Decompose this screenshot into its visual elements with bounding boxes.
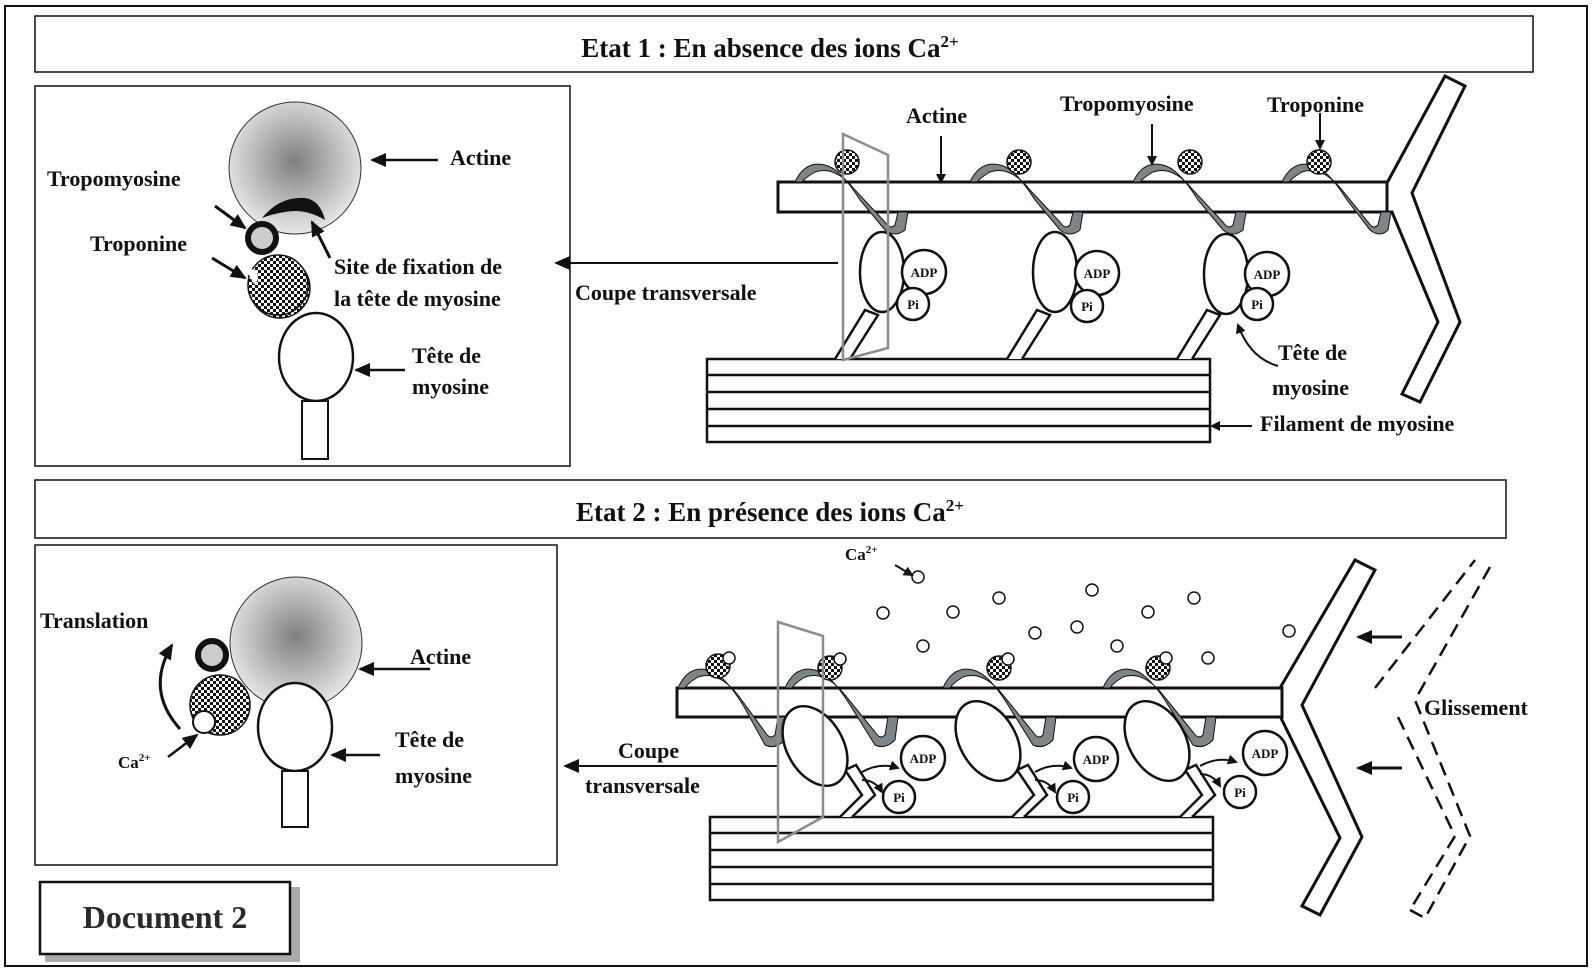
pi-molecule: [1055, 779, 1091, 815]
cut-plane: [776, 620, 825, 845]
label-tete-line1: Tête de: [412, 343, 481, 368]
state2-title-box: Etat 2 : En présence des ions Ca2+: [34, 479, 1507, 539]
troponin: [1306, 149, 1332, 175]
myosin-head: ADP Pi: [954, 699, 1120, 818]
document-label-box: Document 2: [38, 880, 300, 962]
adp-molecule: [899, 734, 947, 782]
state2-filament: Glissement: [675, 544, 1529, 920]
svg-text:ADP: ADP: [1083, 752, 1110, 767]
translation-arrow: [158, 643, 182, 731]
label-tete-2-line2: myosine: [395, 763, 472, 788]
label-actine-2: Actine: [410, 644, 471, 669]
state1-filament: ADP Pi ADP Pi ADP Pi Actine Tropomyosine…: [705, 74, 1468, 444]
label-transversale: transversale: [585, 773, 700, 798]
myosin-head: ADP Pi: [781, 704, 947, 818]
myosin-head: ADP Pi: [1005, 230, 1121, 360]
myosin-head: ADP Pi: [1123, 699, 1289, 818]
troponine-arrow: [211, 256, 247, 280]
svg-text:ADP: ADP: [910, 751, 937, 766]
label-translation: Translation: [40, 608, 148, 633]
myosin-tail-section: [301, 400, 329, 460]
state2-cross-section-panel: Translation Actine Tête de myosine Ca2+: [34, 544, 558, 866]
svg-text:Pi: Pi: [907, 297, 919, 312]
z-line: [1385, 74, 1468, 404]
adp-molecule: [1072, 735, 1120, 783]
svg-text:Pi: Pi: [1081, 299, 1093, 314]
label-tete-filament-line2: myosine: [1272, 375, 1349, 400]
troponin: [834, 149, 860, 175]
document-label: Document 2: [83, 899, 247, 935]
troponin: [1177, 149, 1203, 175]
myosin-head-section: [256, 681, 334, 773]
adp-molecule: [1241, 729, 1289, 777]
free-calcium-ions: [876, 570, 1296, 665]
label-actine-filament: Actine: [906, 103, 967, 128]
myosin-head-section: [277, 311, 355, 403]
troponin-with-calcium: [1145, 651, 1173, 681]
calcium-ion: [192, 710, 216, 734]
label-filament-myosine: Filament de myosine: [1260, 411, 1455, 436]
troponin-with-calcium: [705, 651, 736, 679]
pi-molecule: [1222, 774, 1258, 810]
tropomyosin-section: [195, 638, 229, 672]
label-coupe: Coupe: [618, 738, 679, 763]
label-tete-line2: myosine: [412, 374, 489, 399]
label-site-line1: Site de fixation de: [334, 254, 502, 279]
pi-molecule: [895, 286, 931, 322]
state2-title: Etat 2 : En présence des ions Ca2+: [576, 496, 964, 527]
svg-text:ADP: ADP: [911, 265, 938, 280]
cut-plane: [841, 132, 890, 362]
label-coupe-transversale-1: Coupe transversale: [575, 280, 757, 305]
site-arrow: [310, 220, 332, 259]
z-line: [1278, 558, 1378, 917]
label-site-line2: la tête de myosine: [334, 286, 501, 311]
pi-molecule: [1239, 286, 1275, 322]
label-glissement: Glissement: [1424, 695, 1529, 720]
myosin-binding-site: [262, 197, 325, 220]
pi-molecule: [881, 779, 917, 815]
troponin-with-calcium: [986, 652, 1015, 681]
svg-text:ADP: ADP: [1084, 266, 1111, 281]
myosin-tail-section: [281, 770, 309, 828]
actin-globule: [228, 101, 362, 235]
svg-text:Pi: Pi: [1067, 790, 1079, 805]
svg-text:Pi: Pi: [893, 790, 905, 805]
label-tete-2-line1: Tête de: [395, 727, 464, 752]
label-tete-filament-line1: Tête de: [1278, 340, 1347, 365]
label-troponine: Troponine: [90, 231, 187, 256]
label-actine: Actine: [450, 145, 511, 170]
tropomyosine-arrow: [214, 204, 247, 230]
svg-text:ADP: ADP: [1254, 267, 1281, 282]
label-ca-free: Ca2+: [845, 544, 878, 564]
state1-title-box: Etat 1 : En absence des ions Ca2+: [34, 15, 1534, 73]
myosin-filament: [705, 357, 1212, 444]
myosin-head: ADP Pi: [833, 230, 948, 360]
label-troponine-filament: Troponine: [1267, 92, 1364, 117]
outer-frame: [4, 5, 1588, 967]
svg-text:Pi: Pi: [1234, 785, 1246, 800]
troponin: [1006, 149, 1032, 175]
state1-title: Etat 1 : En absence des ions Ca2+: [581, 32, 958, 63]
myosin-head: ADP Pi: [1175, 232, 1291, 360]
tropomyosin-helix: [794, 163, 1392, 235]
svg-text:ADP: ADP: [1252, 746, 1279, 761]
tropomyosin-section: [245, 221, 279, 255]
state1-cross-section-panel: Actine Tropomyosine Troponine Site de fi…: [34, 85, 571, 467]
z-line-original-position: [1374, 559, 1492, 920]
myosin-filament: [708, 815, 1215, 902]
svg-text:Pi: Pi: [1251, 297, 1263, 312]
label-tropomyosine: Tropomyosine: [47, 166, 181, 191]
pi-molecule: [1069, 288, 1105, 324]
label-ca-cross: Ca2+: [118, 752, 151, 772]
label-tropomyosine-filament: Tropomyosine: [1060, 91, 1194, 116]
